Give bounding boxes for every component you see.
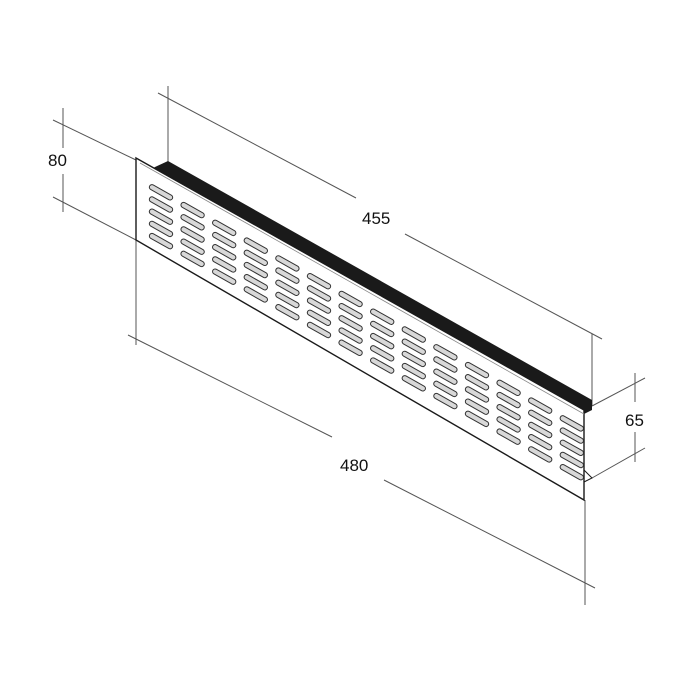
vent-slot [306, 272, 332, 290]
vent-slot [433, 380, 458, 398]
slot-grid [148, 184, 584, 481]
vent-slot [275, 267, 300, 284]
vent-slot [559, 451, 584, 469]
vent-slot [212, 244, 237, 261]
vent-slot [212, 268, 237, 285]
vent-slot [306, 297, 332, 314]
vent-slot [464, 410, 490, 428]
vent-slot [275, 279, 300, 297]
vent-slot [180, 226, 205, 243]
vent-slot [496, 379, 521, 397]
vent-slot [401, 326, 426, 343]
vent-slot [212, 219, 237, 237]
vent-slot [180, 214, 205, 231]
vent-slot [338, 302, 363, 320]
vent-slot [212, 231, 237, 249]
dimension-label-80: 80 [48, 151, 67, 170]
dimension-label-65: 65 [625, 411, 644, 430]
vent-slot [401, 350, 426, 368]
vent-slot [464, 386, 490, 403]
vent-slot [338, 290, 363, 308]
vent-slot [559, 415, 584, 432]
vent-slot [180, 201, 205, 219]
dimension-label-455: 455 [362, 209, 391, 228]
vent-slot [401, 362, 426, 380]
vent-slot [528, 397, 553, 414]
vent-slot [401, 338, 426, 355]
vent-slot [559, 463, 584, 481]
vent-slot [528, 421, 553, 439]
vent-slot [306, 285, 332, 302]
vent-slot [148, 220, 174, 238]
vent-slot [243, 261, 268, 279]
vent-slot [148, 208, 174, 225]
vent-slot [496, 428, 521, 445]
vent-slot [148, 232, 174, 250]
vent-slot [243, 237, 268, 254]
vent-slot [559, 439, 584, 456]
vent-slot [528, 409, 553, 427]
vent-slot [559, 427, 584, 444]
vent-slot [148, 184, 174, 201]
vent-slot [148, 196, 174, 213]
vent-slot [243, 249, 268, 267]
vent-slot [496, 404, 521, 421]
top-flange [150, 161, 592, 414]
vent-slot [496, 416, 521, 433]
vent-slot [370, 308, 395, 325]
dimension-label-480: 480 [340, 456, 369, 475]
vent-slot [401, 375, 426, 392]
vent-slot [496, 391, 521, 409]
vent-slot [275, 291, 300, 309]
vent-slot [338, 327, 363, 344]
vent-slot [338, 339, 363, 356]
vent-slot [370, 357, 395, 374]
vent-slot [243, 274, 268, 291]
vent-slot [433, 356, 458, 373]
vent-slot [464, 374, 490, 391]
vent-slot [370, 320, 395, 338]
vent-slot [370, 345, 395, 362]
vent-slot [306, 309, 332, 326]
vent-slot [528, 434, 553, 451]
vent-slot [275, 255, 300, 272]
vent-slot [180, 238, 205, 255]
vent-slot [433, 344, 458, 361]
vent-slot [275, 304, 300, 321]
vent-slot [464, 361, 490, 379]
vent-slot [306, 321, 332, 339]
dimension-lines [52, 86, 646, 605]
vent-slot [433, 392, 458, 410]
vent-slot [464, 398, 490, 415]
vent-slot [212, 256, 237, 273]
vent-slot [180, 250, 205, 268]
vent-slot [528, 446, 553, 463]
vent-slot [370, 332, 395, 350]
vent-slot [338, 315, 363, 332]
vent-slot [433, 368, 458, 385]
back-tab [583, 469, 593, 483]
vent-slot [243, 286, 268, 303]
